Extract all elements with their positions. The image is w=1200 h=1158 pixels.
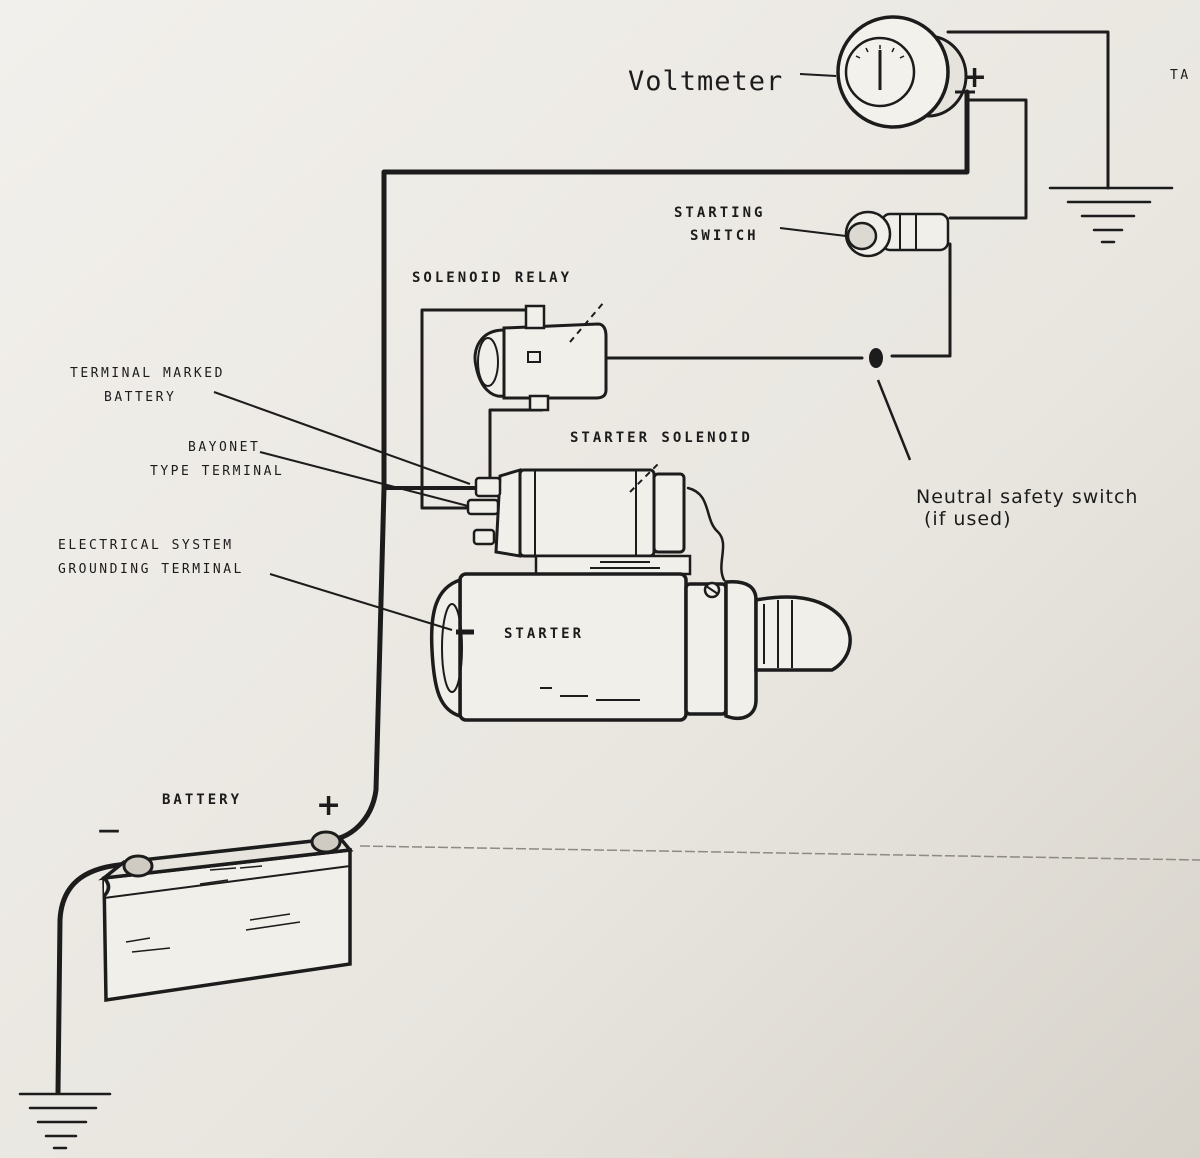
bayonet-label-line2: TYPE TERMINAL — [150, 464, 285, 479]
voltmeter-leader — [799, 73, 837, 77]
grounding-terminal-line2: GROUNDING TERMINAL — [58, 562, 244, 577]
motor-strap — [686, 486, 726, 582]
terminal-marked-battery-line1: TERMINAL MARKED — [70, 366, 225, 381]
neutral-safety-switch-label-line1: Neutral safety switch — [916, 486, 1139, 508]
ground-symbol-bottom — [18, 1092, 112, 1150]
neutral-safety-switch — [869, 348, 883, 368]
starter-motor-body — [429, 554, 852, 722]
bayonet-label-line1: BAYONET — [188, 440, 261, 455]
battery-terminals — [122, 830, 342, 878]
solenoid-relay-body — [473, 304, 608, 412]
bayonet-leader — [259, 451, 469, 507]
starter-hatching — [540, 561, 660, 701]
voltmeter-plus-sign: + — [962, 60, 988, 95]
neutral-safety-switch-label-line2: (if used) — [924, 508, 1012, 530]
battery-label: BATTERY — [162, 792, 243, 808]
solenoid-relay-label: SOLENOID RELAY — [412, 270, 573, 286]
voltmeter-gauge — [836, 15, 975, 129]
voltmeter-label: Voltmeter — [628, 66, 784, 97]
battery-minus-sign: — — [98, 818, 120, 843]
voltmeter-ground-wire — [946, 30, 1110, 190]
ground-symbol-top — [1048, 186, 1174, 244]
battery-negative-cable — [55, 861, 133, 1095]
terminal-battery-leader — [213, 391, 471, 485]
battery-plus-sign: + — [316, 788, 342, 823]
starter-solenoid-body — [466, 467, 686, 558]
terminal-marked-battery-line2: BATTERY — [104, 390, 177, 405]
grounding-leader — [269, 573, 453, 631]
switch-to-neutral-wire — [890, 242, 952, 358]
battery-body — [98, 836, 354, 1003]
switch-feed-wire — [948, 98, 1028, 220]
solenoid-leader — [629, 461, 661, 493]
tag-label: TA — [1170, 68, 1191, 83]
starting-switch-body — [844, 210, 950, 258]
neutral-switch-leader — [876, 379, 912, 461]
battery-markings — [125, 865, 301, 953]
starter-label: STARTER — [504, 626, 585, 642]
starting-switch-label-line2: SWITCH — [690, 228, 759, 244]
relay-leader — [569, 301, 605, 343]
starting-switch-label-line1: STARTING — [674, 205, 766, 221]
starter-solenoid-label: STARTER SOLENOID — [570, 430, 753, 446]
switch-leader — [779, 227, 847, 237]
table-edge-line — [359, 845, 1200, 861]
grounding-terminal-line1: ELECTRICAL SYSTEM — [58, 538, 234, 553]
